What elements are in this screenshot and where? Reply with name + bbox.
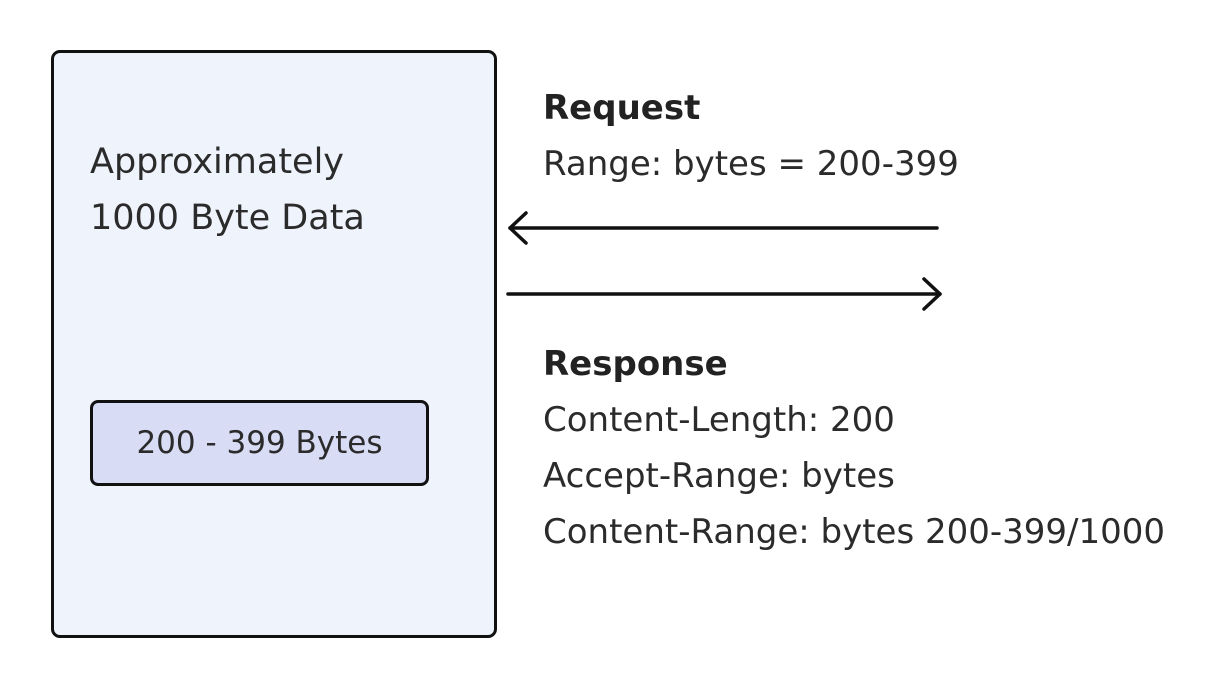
request-range-header: Range: bytes = 200-399: [543, 144, 959, 184]
resource-label-line-1: Approximately: [90, 142, 345, 182]
byte-range-box: 200 - 399 Bytes: [90, 400, 429, 486]
resource-label-line-2: 1000 Byte Data: [90, 198, 365, 238]
response-heading: Response: [543, 344, 728, 384]
response-arrow: [506, 277, 942, 311]
resource-label: Approximately 1000 Byte Data: [90, 134, 365, 246]
request-heading: Request: [543, 88, 701, 128]
response-content-length-header: Content-Length: 200: [543, 400, 895, 440]
response-block: Response Content-Length: 200 Accept-Rang…: [543, 336, 1165, 560]
byte-range-label: 200 - 399 Bytes: [136, 425, 383, 461]
resource-container: [51, 50, 497, 638]
request-arrow: [508, 211, 939, 245]
request-block: Request Range: bytes = 200-399: [543, 80, 959, 192]
response-content-range-header: Content-Range: bytes 200-399/1000: [543, 512, 1166, 552]
response-accept-range-header: Accept-Range: bytes: [543, 456, 895, 496]
